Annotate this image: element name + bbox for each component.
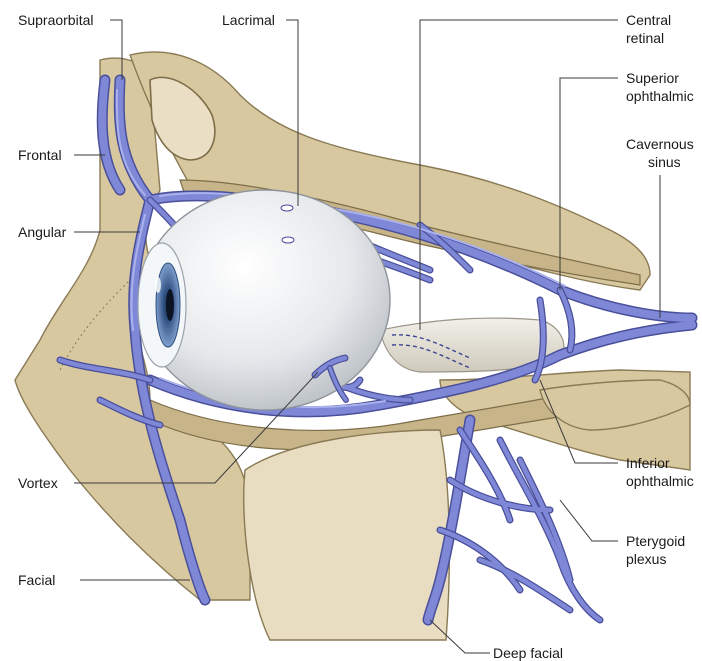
label-frontal: Frontal bbox=[18, 147, 62, 163]
maxillary-sinus bbox=[244, 430, 450, 640]
eyeball bbox=[138, 190, 390, 410]
label-central-retinal-line2: retinal bbox=[626, 30, 664, 46]
label-cavernous-sinus-line1: Cavernous bbox=[626, 136, 694, 152]
label-inferior-ophthalmic-line2: ophthalmic bbox=[626, 473, 694, 489]
label-lacrimal: Lacrimal bbox=[222, 12, 275, 28]
label-inferior-ophthalmic-line1: Inferior bbox=[626, 455, 670, 471]
label-vortex: Vortex bbox=[18, 475, 58, 491]
pupil bbox=[166, 289, 174, 321]
label-deep-facial: Deep facial bbox=[493, 645, 563, 661]
label-pterygoid-plexus-line1: Pterygoid bbox=[626, 533, 685, 549]
label-superior-ophthalmic-line2: ophthalmic bbox=[626, 88, 694, 104]
label-angular: Angular bbox=[18, 224, 67, 240]
label-superior-ophthalmic-line1: Superior bbox=[626, 70, 679, 86]
label-cavernous-sinus-line2: sinus bbox=[648, 154, 681, 170]
label-central-retinal-line1: Central bbox=[626, 12, 671, 28]
label-facial: Facial bbox=[18, 572, 55, 588]
leader-pterygoid-plexus bbox=[560, 500, 618, 541]
label-pterygoid-plexus-line2: plexus bbox=[626, 551, 666, 567]
label-supraorbital: Supraorbital bbox=[18, 12, 94, 28]
